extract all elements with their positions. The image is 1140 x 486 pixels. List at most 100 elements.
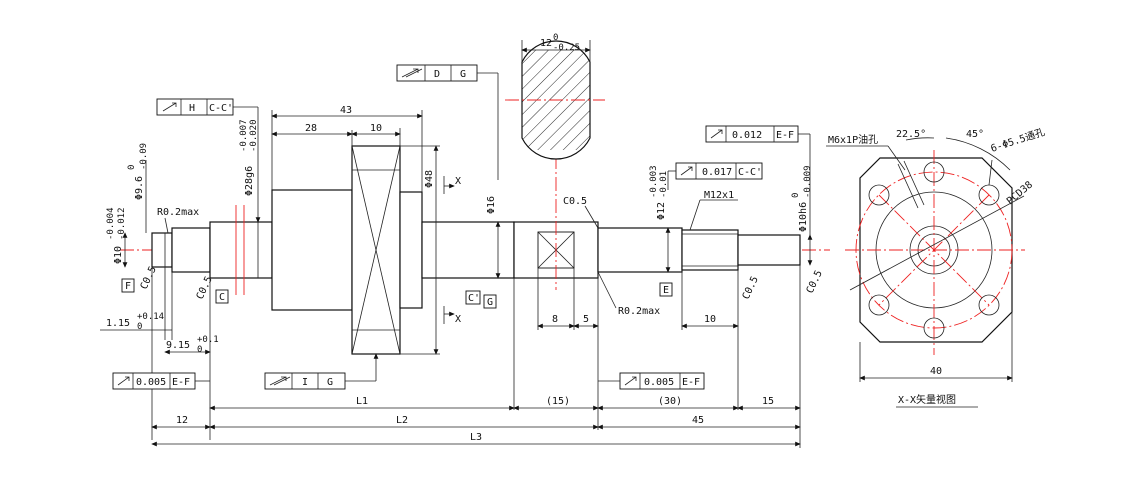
frame-005-right: 0.005 E-F (598, 372, 705, 390)
frame-h-value: H (189, 103, 195, 114)
datum-e: E (663, 285, 669, 296)
dim-phi16: Φ16 (486, 196, 497, 214)
dim-10-flange: 10 (370, 123, 382, 134)
dim-c05-c: C0.5 (563, 196, 587, 207)
frame-017-ref: C-C' (738, 167, 762, 178)
dim-phi10h6-tol-bot: -0.009 (803, 165, 813, 198)
frame-012: 0.012 E-F (705, 125, 811, 150)
dim-phi96-tol-top: 0 (127, 165, 137, 170)
dim-c05-a: C0.5 (139, 265, 159, 291)
frame-017-value: 0.017 (702, 167, 732, 178)
dim-43: 43 (340, 105, 352, 116)
frame-h: H C-C' (156, 98, 261, 223)
dim-L3: L3 (470, 432, 482, 443)
dim-L1: L1 (356, 396, 368, 407)
dim-28: 28 (305, 123, 317, 134)
end-view: M6x1P油孔 22.5° 45° 6-Φ5.5通孔 PCD38 40 X-X矢… (826, 126, 1046, 408)
section-x-bot: X (455, 314, 461, 325)
frame-h-ref: C-C' (209, 103, 233, 114)
dim-phi12: Φ12 (656, 202, 667, 220)
frame-ig-ref: G (327, 377, 333, 388)
bottom-dimensions: 8 5 10 1.15 +0.14 0 9.15 +0.1 0 L1 (15) … (100, 265, 801, 448)
datum-f-left: F (125, 281, 131, 292)
datum-labels: F C C' G E (121, 278, 673, 309)
bolt-hole-bottom (923, 317, 945, 339)
frame-012-value: 0.012 (732, 130, 762, 141)
key-section-view: 12 0 -0.25 (505, 33, 605, 160)
datum-c: C (219, 292, 225, 303)
dim-phi48: Φ48 (424, 170, 435, 188)
dim-12-keyway: 12 (540, 38, 552, 49)
dim-phi10-left: Φ10 (113, 246, 124, 264)
dim-r02-left: R0.2max (157, 207, 199, 218)
frame-dg-value: D (434, 69, 440, 80)
dim-115-tol-bot: 0 (137, 322, 142, 332)
end-view-holes: 6-Φ5.5通孔 (989, 126, 1046, 155)
dim-phi28: Φ28g6 (244, 166, 255, 196)
datum-c-prime: C' (468, 293, 480, 304)
dim-phi96-tol-bot: -0.09 (139, 143, 149, 170)
frame-005-left: 0.005 E-F (112, 372, 210, 390)
dim-c05-e: C0.5 (805, 269, 825, 295)
frame-ig: I G (264, 353, 379, 390)
dim-c05-d: C0.5 (741, 275, 761, 301)
section-markers: X X (443, 176, 461, 325)
right-bearing-journal (597, 227, 683, 273)
frame-dg-ref: G (460, 69, 466, 80)
dim-40: 40 (930, 366, 942, 377)
left-shaft-section (209, 221, 273, 279)
dim-45: 45 (692, 415, 704, 426)
dim-phi12-tol-top: -0.003 (649, 165, 659, 198)
m12-thread (681, 229, 739, 271)
dim-10-right: 10 (704, 314, 716, 325)
dim-phi12-tol-bot: -0.01 (659, 171, 669, 198)
dim-L2: L2 (396, 415, 408, 426)
frame-012-ref: E-F (776, 130, 794, 141)
dim-phi10-left-tol-top: -0.004 (106, 207, 116, 240)
dim-phi28-tol-bot: -0.020 (249, 119, 259, 152)
dim-12-bottom: 12 (176, 415, 188, 426)
bolt-hole-ll (868, 294, 890, 316)
frame-005-left-ref: E-F (172, 377, 190, 388)
dim-915-tol-top: +0.1 (197, 335, 219, 345)
dim-115: 1.15 (106, 318, 130, 329)
dim-915: 9.15 (166, 340, 190, 351)
dim-15-paren: (15) (546, 396, 570, 407)
dim-r02-mid: R0.2max (618, 306, 660, 317)
dim-5: 5 (583, 314, 589, 325)
dim-m12: M12x1 (704, 190, 734, 201)
left-bearing-seat (171, 227, 211, 273)
frame-017: 0.017 C-C' (667, 162, 763, 190)
datum-g: G (487, 297, 493, 308)
left-journal (151, 232, 173, 268)
dim-c05-b: C0.5 (195, 275, 215, 301)
flange-cross-b (351, 145, 401, 355)
nut-collar (399, 191, 423, 309)
end-view-caption: X-X矢量视图 (898, 393, 956, 406)
bolt-hole-lr (978, 294, 1000, 316)
dim-915-tol-bot: 0 (197, 345, 202, 355)
dim-30-paren: (30) (658, 396, 682, 407)
right-end-journal (737, 234, 801, 266)
dim-phi10h6-tol-top: 0 (791, 193, 801, 198)
frame-ig-value: I (302, 377, 308, 388)
dim-12-tol-bot: -0.25 (553, 43, 580, 53)
frame-dg: D G (396, 64, 499, 180)
dim-15: 15 (762, 396, 774, 407)
bolt-hole-top (923, 161, 945, 183)
dim-phi28-tol-top: -0.007 (239, 119, 249, 152)
oil-hole (897, 160, 925, 209)
frame-005-left-value: 0.005 (136, 377, 166, 388)
dim-phi96: Φ9.6 (134, 176, 145, 200)
frame-005-right-ref: E-F (682, 377, 700, 388)
bolt-hole-ul (868, 184, 890, 206)
end-view-ang225: 22.5° (896, 129, 926, 140)
nut-body (271, 189, 353, 311)
dim-12-tol-top: 0 (553, 33, 558, 43)
dim-phi10-left-tol-bot: -0.012 (117, 207, 127, 240)
end-view-ang45: 45° (966, 129, 984, 140)
frame-005-right-value: 0.005 (644, 377, 674, 388)
dim-phi10h6: Φ10h6 (798, 202, 809, 232)
dim-8: 8 (552, 314, 558, 325)
